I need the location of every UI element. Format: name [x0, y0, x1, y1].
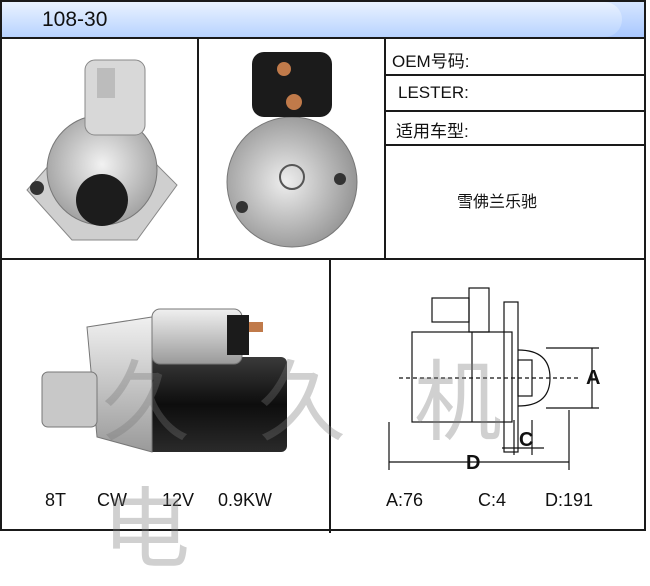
- divider-photo-top: [197, 38, 199, 259]
- divider-info: [384, 38, 386, 259]
- dim-label-d: D: [466, 452, 480, 470]
- starter-rear-photo: [226, 52, 358, 248]
- vehicle-value: 雪佛兰乐驰: [457, 194, 538, 211]
- divider-vehicle: [385, 144, 644, 146]
- starter-side-photo: [41, 308, 287, 453]
- dim-value-a: A:76: [386, 490, 424, 510]
- vehicle-label: 适用车型:: [396, 122, 469, 141]
- header-tab: [2, 2, 622, 37]
- divider-oem: [385, 74, 644, 76]
- spec-teeth: 8T: [45, 490, 67, 510]
- divider-bottom: [329, 259, 331, 533]
- spec-power: 0.9KW: [218, 490, 273, 510]
- dim-label-c: C: [519, 429, 533, 451]
- starter-front-photo: [26, 59, 178, 241]
- lester-label: LESTER:: [398, 83, 469, 102]
- oem-label: OEM号码:: [392, 52, 470, 71]
- dim-label-a: A: [586, 367, 600, 389]
- dimension-drawing: A C D: [388, 287, 600, 470]
- divider-lester: [385, 110, 644, 112]
- page-title: 108-30: [42, 8, 108, 31]
- dim-value-c: C:4: [478, 490, 507, 510]
- dim-value-d: D:191: [545, 490, 594, 510]
- divider-middle: [2, 258, 644, 260]
- divider-header: [2, 37, 644, 39]
- spec-rotation: CW: [97, 490, 127, 510]
- spec-voltage: 12V: [162, 490, 195, 510]
- header-bar: 108-30: [2, 2, 644, 37]
